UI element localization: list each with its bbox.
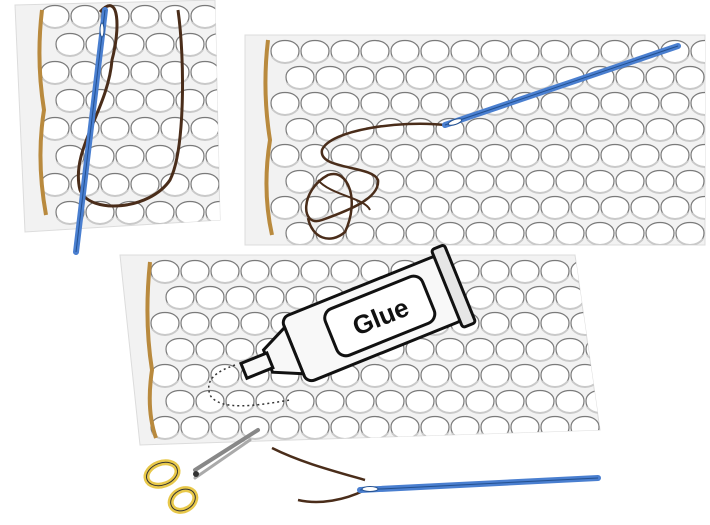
panel-pull-yarn <box>245 35 710 245</box>
knit-stitch-shadow <box>587 303 613 309</box>
knit-stitch-shadow <box>222 78 248 84</box>
knit-stitch <box>706 223 710 246</box>
knit-stitch <box>221 6 249 29</box>
knit-stitch-shadow <box>222 22 248 28</box>
yarn-end <box>272 448 365 480</box>
knit-stitch <box>586 339 614 362</box>
yarn-end <box>298 490 365 502</box>
knit-stitch <box>541 417 569 440</box>
knit-stitch-shadow <box>587 355 613 361</box>
knit-stitch-shadow <box>572 433 598 439</box>
tapestry-needle-icon <box>360 478 598 492</box>
knit-stitch-shadow <box>542 433 568 439</box>
knit-stitch <box>481 417 509 440</box>
knit-stitch <box>511 417 539 440</box>
knit-stitch <box>586 287 614 310</box>
panel-weave-edge <box>15 0 264 232</box>
knit-stitch <box>451 417 479 440</box>
knit-stitch <box>571 417 599 440</box>
knit-stitch-shadow <box>512 433 538 439</box>
knit-stitch <box>706 171 710 194</box>
knit-stitch <box>706 119 710 142</box>
knit-stitch-shadow <box>222 190 248 196</box>
knit-stitch-shadow <box>222 134 248 140</box>
knit-stitch <box>706 67 710 90</box>
